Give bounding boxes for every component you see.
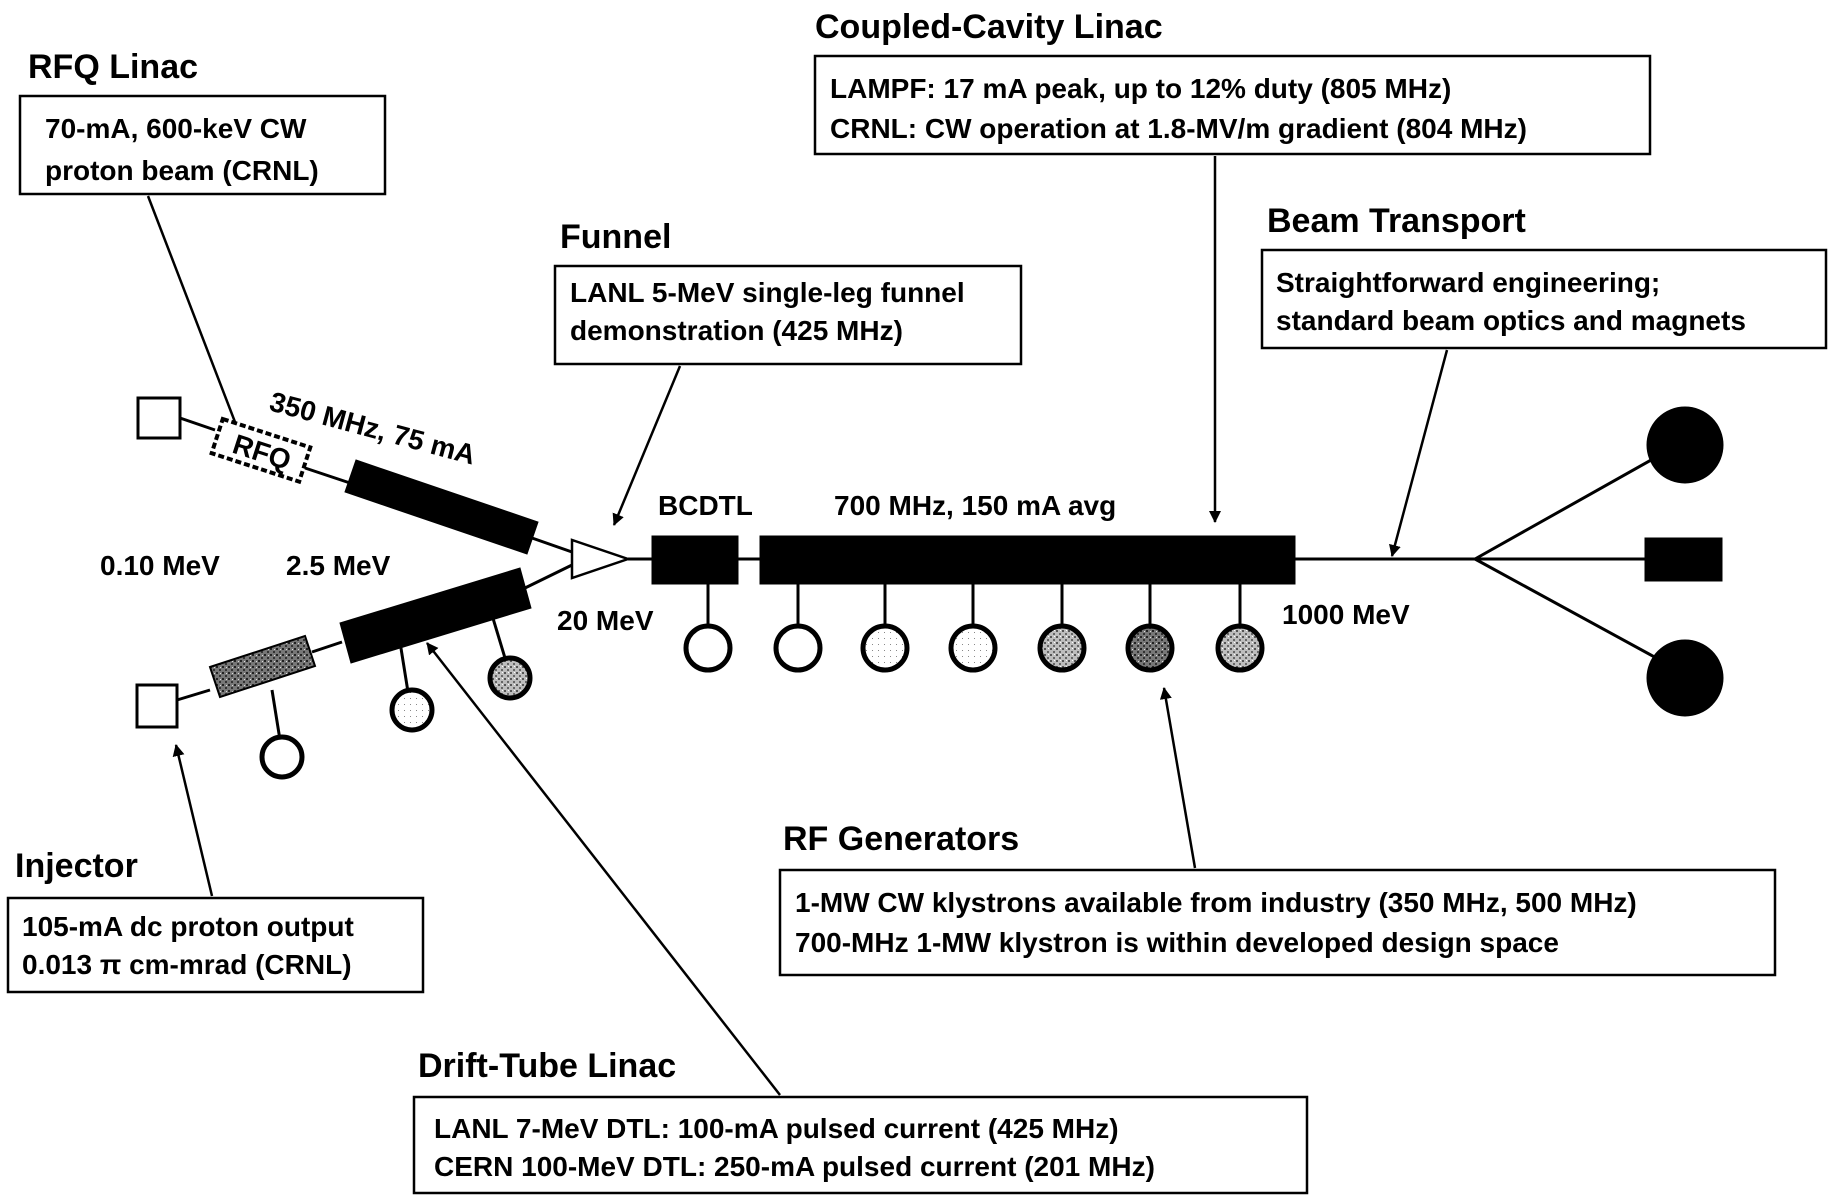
rfq-linac-box xyxy=(18,94,387,196)
rf-generator-main-3 xyxy=(860,623,910,673)
bcdtl-label: BCDTL xyxy=(658,490,753,521)
funnel-energy-label: 20 MeV xyxy=(557,605,654,636)
lower-rfq-block xyxy=(208,634,317,699)
coupled-cavity-linac-line-2: CRNL: CW operation at 1.8-MV/m gradient … xyxy=(830,113,1527,144)
rf-stub-lower-3 xyxy=(490,614,507,659)
rf-stub-lower-1 xyxy=(270,689,282,741)
funnel-line-2: demonstration (425 MHz) xyxy=(570,315,903,346)
drift-tube-linac-box xyxy=(412,1095,1309,1195)
rfq-block: RFQ xyxy=(209,416,313,485)
coupled-cavity-block xyxy=(759,535,1296,585)
rf-generators-callout: RF Generators 1-MW CW klystrons availabl… xyxy=(778,687,1777,977)
rfq-linac-line-2: proton beam (CRNL) xyxy=(45,155,319,186)
beam-transport-line-1: Straightforward engineering; xyxy=(1276,267,1660,298)
rf-generators-line-1: 1-MW CW klystrons available from industr… xyxy=(795,887,1637,918)
lower-beamline-3 xyxy=(524,563,573,590)
bcdtl-block xyxy=(651,535,739,585)
target-middle xyxy=(1644,537,1723,582)
injector-box xyxy=(6,896,425,994)
upper-beamline-1 xyxy=(179,416,216,432)
beam-transport-box xyxy=(1260,248,1828,350)
injector-line-1: 105-mA dc proton output xyxy=(22,911,354,942)
rf-generators-pointer xyxy=(1159,687,1197,869)
funnel-line-1: LANL 5-MeV single-leg funnel xyxy=(570,277,965,308)
lower-beamline-2 xyxy=(311,640,343,654)
rf-generator-lower-3 xyxy=(487,655,533,701)
rf-generator-main-6 xyxy=(1125,623,1175,673)
funnel-title: Funnel xyxy=(560,218,671,256)
upper-front-end: RFQ 350 MHz, 75 mA xyxy=(136,386,573,555)
upper-dtl-block xyxy=(344,459,539,555)
drift-tube-linac-title: Drift-Tube Linac xyxy=(418,1047,676,1085)
rf-generators-box xyxy=(778,868,1777,977)
coupled-cavity-linac-line-1: LAMPF: 17 mA peak, up to 12% duty (805 M… xyxy=(830,73,1451,104)
funnel-callout: Funnel LANL 5-MeV single-leg funnel demo… xyxy=(553,218,1023,526)
main-linac-label: 700 MHz, 150 mA avg xyxy=(834,490,1116,521)
injector-energy-label: 0.10 MeV xyxy=(100,550,220,581)
lower-injector-block xyxy=(135,683,179,729)
final-energy-label: 1000 MeV xyxy=(1282,599,1410,630)
transport-branch-lower xyxy=(1474,557,1661,662)
funnel-triangle xyxy=(570,538,632,580)
rf-stub-lower-2 xyxy=(398,641,410,693)
coupled-cavity-linac-title: Coupled-Cavity Linac xyxy=(815,8,1163,46)
injector-line-2: 0.013 π cm-mrad (CRNL) xyxy=(22,949,352,980)
beam-transport-callout: Beam Transport Straightforward engineeri… xyxy=(1260,202,1828,557)
coupled-cavity-linac-callout: Coupled-Cavity Linac LAMPF: 17 mA peak, … xyxy=(813,8,1652,523)
rfq-linac-callout: RFQ Linac 70-mA, 600-keV CW proton beam … xyxy=(18,48,387,449)
transport-branch-upper xyxy=(1474,453,1661,561)
injector-title: Injector xyxy=(15,847,138,885)
main-rf-generators xyxy=(683,584,1265,673)
rf-generator-main-1 xyxy=(683,623,733,673)
rf-generator-main-5 xyxy=(1037,623,1087,673)
target-lower xyxy=(1646,639,1724,717)
target-upper xyxy=(1646,406,1724,484)
rfq-linac-line-1: 70-mA, 600-keV CW xyxy=(45,113,307,144)
rfq-linac-title: RFQ Linac xyxy=(28,48,198,86)
rf-generator-lower-2 xyxy=(389,687,435,733)
drift-tube-linac-line-2: CERN 100-MeV DTL: 250-mA pulsed current … xyxy=(434,1151,1155,1182)
upper-beamline-2 xyxy=(304,466,351,485)
rfq-linac-pointer xyxy=(146,195,247,449)
rf-generators-title: RF Generators xyxy=(783,820,1019,858)
beam-transport-title: Beam Transport xyxy=(1267,202,1526,240)
lower-front-end xyxy=(135,563,573,780)
drift-tube-linac-callout: Drift-Tube Linac LANL 7-MeV DTL: 100-mA … xyxy=(412,642,1309,1195)
beam-transport xyxy=(1295,406,1724,717)
rf-generators-line-2: 700-MHz 1-MW klystron is within develope… xyxy=(795,927,1559,958)
injector-pointer xyxy=(172,744,214,897)
beam-transport-pointer xyxy=(1389,349,1449,557)
upper-injector-block xyxy=(136,396,182,440)
rf-generator-main-2 xyxy=(773,623,823,673)
coupled-cavity-linac-box xyxy=(813,54,1652,156)
upper-beamline-3 xyxy=(531,536,573,554)
rf-generator-lower-1 xyxy=(259,734,305,780)
drift-tube-linac-line-1: LANL 7-MeV DTL: 100-mA pulsed current (4… xyxy=(434,1113,1119,1144)
beam-transport-line-2: standard beam optics and magnets xyxy=(1276,305,1746,336)
rfq-energy-label: 2.5 MeV xyxy=(286,550,391,581)
injector-callout: Injector 105-mA dc proton output 0.013 π… xyxy=(6,744,425,994)
rf-generator-main-4 xyxy=(948,623,998,673)
drift-tube-linac-pointer xyxy=(426,642,781,1096)
funnel-box xyxy=(553,264,1023,366)
lower-beamline-1 xyxy=(176,688,211,702)
funnel-pointer xyxy=(612,365,682,526)
rf-generator-main-7 xyxy=(1215,623,1265,673)
lower-dtl-block xyxy=(339,567,532,664)
